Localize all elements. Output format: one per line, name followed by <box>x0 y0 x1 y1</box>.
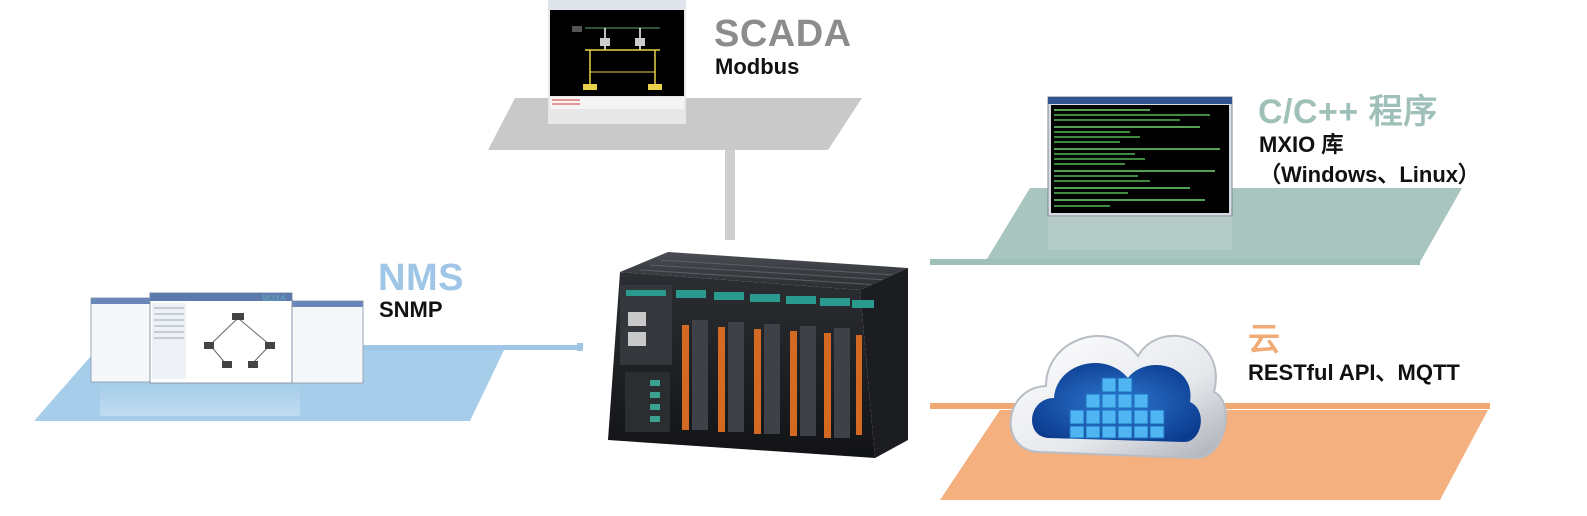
nms-title: NMS <box>378 257 464 299</box>
nms-brand-label: MOXA <box>262 294 286 303</box>
cloud-protocols: RESTful API、MQTT <box>1248 360 1460 385</box>
scada-title: SCADA <box>714 13 852 55</box>
cpp-platforms: （Windows、Linux） <box>1259 162 1481 187</box>
scada-screenshot-icon <box>548 0 686 124</box>
cpp-title: C/C++ 程序 <box>1258 93 1438 131</box>
io-controller-icon <box>608 252 908 496</box>
cloud-icon <box>1009 334 1227 460</box>
cloud-title: 云 <box>1248 321 1281 357</box>
nms-protocol: SNMP <box>379 297 443 322</box>
terminal-screenshot-icon <box>1047 96 1233 250</box>
cpp-library: MXIO 库 <box>1259 132 1344 157</box>
nms-screenshot-icon <box>90 292 364 416</box>
scada-protocol: Modbus <box>715 54 800 79</box>
